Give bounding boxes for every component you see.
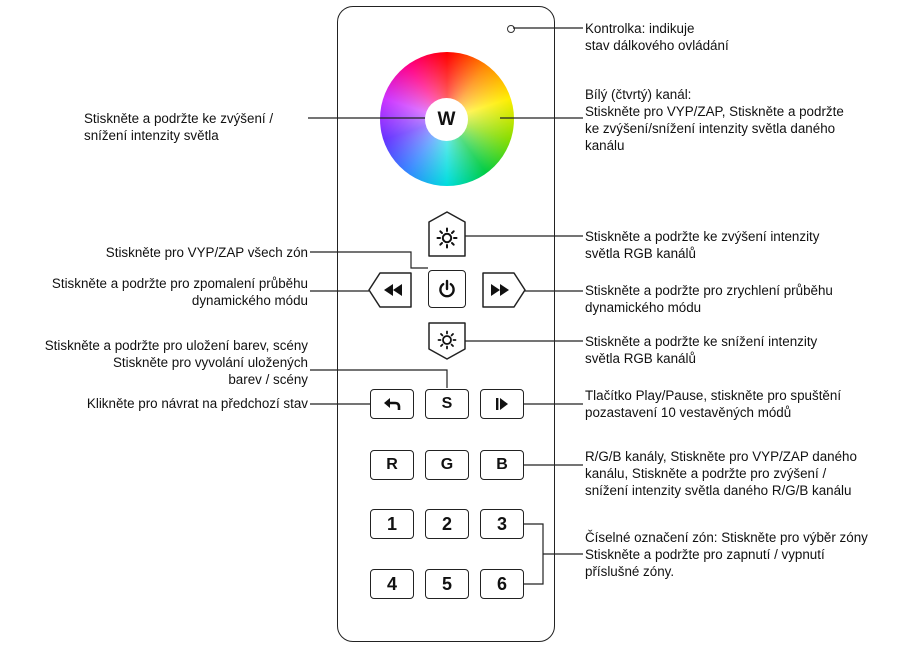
label-slow-down: Stiskněte a podržte pro zpomalení průběh… xyxy=(51,276,308,308)
label-wheel-hold: Stiskněte a podržte ke zvýšení / snížení… xyxy=(84,111,274,143)
indicator-led xyxy=(507,25,515,33)
back-button[interactable] xyxy=(370,389,414,419)
leader-line xyxy=(524,523,544,585)
zone-3-button[interactable]: 3 xyxy=(480,509,524,539)
label-rgb-down: Stiskněte a podržte ke snížení intenzity… xyxy=(585,334,818,366)
label-zones: Číselné označení zón: Stiskněte pro výbě… xyxy=(585,530,868,579)
leader-line xyxy=(310,251,428,269)
power-icon xyxy=(439,279,455,298)
brightness-down-button[interactable] xyxy=(432,327,462,353)
rewind-icon xyxy=(384,284,402,296)
play-pause-icon xyxy=(496,398,508,410)
leader-line xyxy=(310,369,448,388)
label-rgb-channels: R/G/B kanály, Stiskněte pro VYP/ZAP dané… xyxy=(585,449,857,498)
zone-6-button[interactable]: 6 xyxy=(480,569,524,599)
label-save-recall: Stiskněte a podržte pro uložení barev, s… xyxy=(44,338,308,387)
label-indicator: Kontrolka: indikuje stav dálkového ovlád… xyxy=(585,21,729,53)
label-power-all: Stiskněte pro VYP/ZAP všech zón xyxy=(105,245,308,260)
return-arrow-icon xyxy=(384,398,401,410)
fast-forward-icon xyxy=(491,284,509,296)
red-channel-button[interactable]: R xyxy=(370,450,414,480)
sun-large-icon xyxy=(436,227,458,249)
label-rgb-up: Stiskněte a podržte ke zvýšení intenzity… xyxy=(585,229,820,261)
green-channel-button[interactable]: G xyxy=(425,450,469,480)
zone-1-button[interactable]: 1 xyxy=(370,509,414,539)
label-back: Klikněte pro návrat na předchozí stav xyxy=(86,396,308,411)
speed-up-button[interactable] xyxy=(485,276,515,304)
blue-channel-button[interactable]: B xyxy=(480,450,524,480)
brightness-down-button-outline xyxy=(428,322,466,360)
zone-2-button[interactable]: 2 xyxy=(425,509,469,539)
label-speed-up: Stiskněte a podržte pro zrychlení průběh… xyxy=(585,283,833,315)
play-pause-button[interactable] xyxy=(480,389,524,419)
brightness-up-button[interactable] xyxy=(432,224,462,252)
power-button[interactable] xyxy=(428,270,466,308)
label-play-pause: Tlačítko Play/Pause, stiskněte pro spušt… xyxy=(585,388,842,420)
zone-5-button[interactable]: 5 xyxy=(425,569,469,599)
white-channel-button[interactable]: W xyxy=(425,98,468,141)
label-white-channel: Bílý (čtvrtý) kanál: Stiskněte pro VYP/Z… xyxy=(585,87,844,153)
save-scene-button[interactable]: S xyxy=(425,389,469,419)
zone-4-button[interactable]: 4 xyxy=(370,569,414,599)
slow-down-button[interactable] xyxy=(378,276,408,304)
sun-small-icon xyxy=(437,330,457,350)
